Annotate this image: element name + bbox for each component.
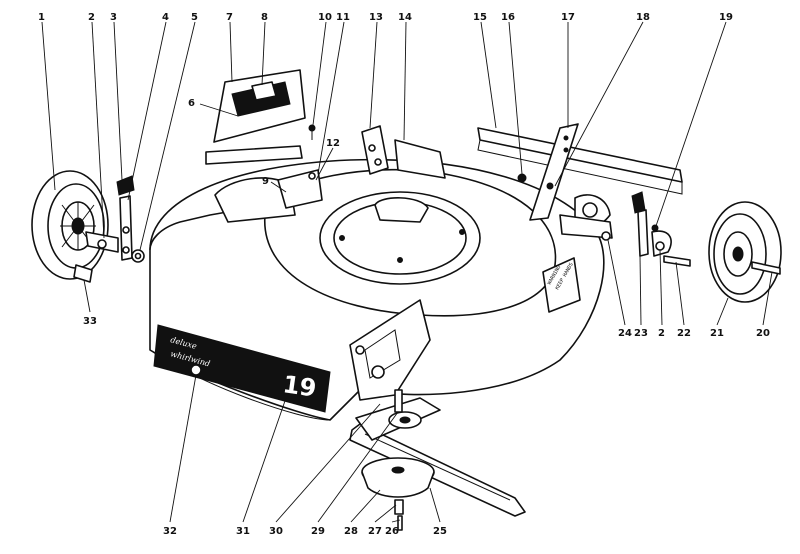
callout-30: 30: [269, 526, 283, 537]
callout-13: 13: [369, 12, 383, 23]
callout-9: 9: [262, 176, 269, 187]
callout-11: 11: [336, 12, 350, 23]
callout-23: 23: [634, 328, 648, 339]
callout-2: 2: [88, 12, 95, 23]
callout-17: 17: [561, 12, 575, 23]
part-blade-adapter: [361, 457, 435, 531]
callout-20: 20: [756, 328, 770, 339]
part-handle-brackets: [361, 125, 446, 179]
callout-3: 3: [110, 12, 117, 23]
callout-25: 25: [433, 526, 447, 537]
callout-28: 28: [344, 526, 358, 537]
callout-19: 19: [719, 12, 733, 23]
part-baffle: [477, 127, 683, 195]
callout-16: 16: [501, 12, 515, 23]
callout-29: 29: [311, 526, 325, 537]
callout-8: 8: [261, 12, 268, 23]
deck-decal: deluxe whirlwind 19: [153, 324, 331, 413]
part-blade: [349, 389, 526, 517]
callout-5: 5: [191, 12, 198, 23]
callout-31: 31: [236, 526, 250, 537]
callouts: 1 2 3 4 5 7 8 6 9 10 11 12 13 14 15 16 1…: [38, 12, 770, 537]
deck-warning-label: WARNING KEEP HANDS: [542, 257, 581, 313]
leader-lines: [41, 21, 773, 523]
callout-26: 26: [385, 526, 399, 537]
part-height-adjuster: [529, 123, 613, 239]
callout-2b: 2: [658, 328, 665, 339]
callout-14: 14: [398, 12, 412, 23]
part-right-axle-bracket: [517, 173, 691, 267]
callout-24: 24: [618, 328, 632, 339]
callout-18: 18: [636, 12, 650, 23]
callout-7: 7: [226, 12, 233, 23]
callout-33: 33: [83, 316, 97, 327]
decal-number: 19: [281, 370, 318, 402]
callout-32: 32: [163, 526, 177, 537]
part-deflector-flap: [205, 69, 306, 165]
part-right-wheel: [708, 201, 782, 303]
callout-22: 22: [677, 328, 691, 339]
callout-15: 15: [473, 12, 487, 23]
callout-4: 4: [162, 12, 169, 23]
callout-21: 21: [710, 328, 724, 339]
part-nut: [190, 364, 202, 376]
part-front-bracket: [277, 124, 323, 209]
part-mower-deck: deluxe whirlwind 19 WARNING KEEP HANDS: [149, 158, 605, 421]
callout-10: 10: [318, 12, 332, 23]
callout-6: 6: [188, 98, 195, 109]
part-left-wheel: [31, 170, 109, 280]
callout-1: 1: [38, 12, 45, 23]
callout-12: 12: [326, 138, 340, 149]
callout-27: 27: [368, 526, 382, 537]
